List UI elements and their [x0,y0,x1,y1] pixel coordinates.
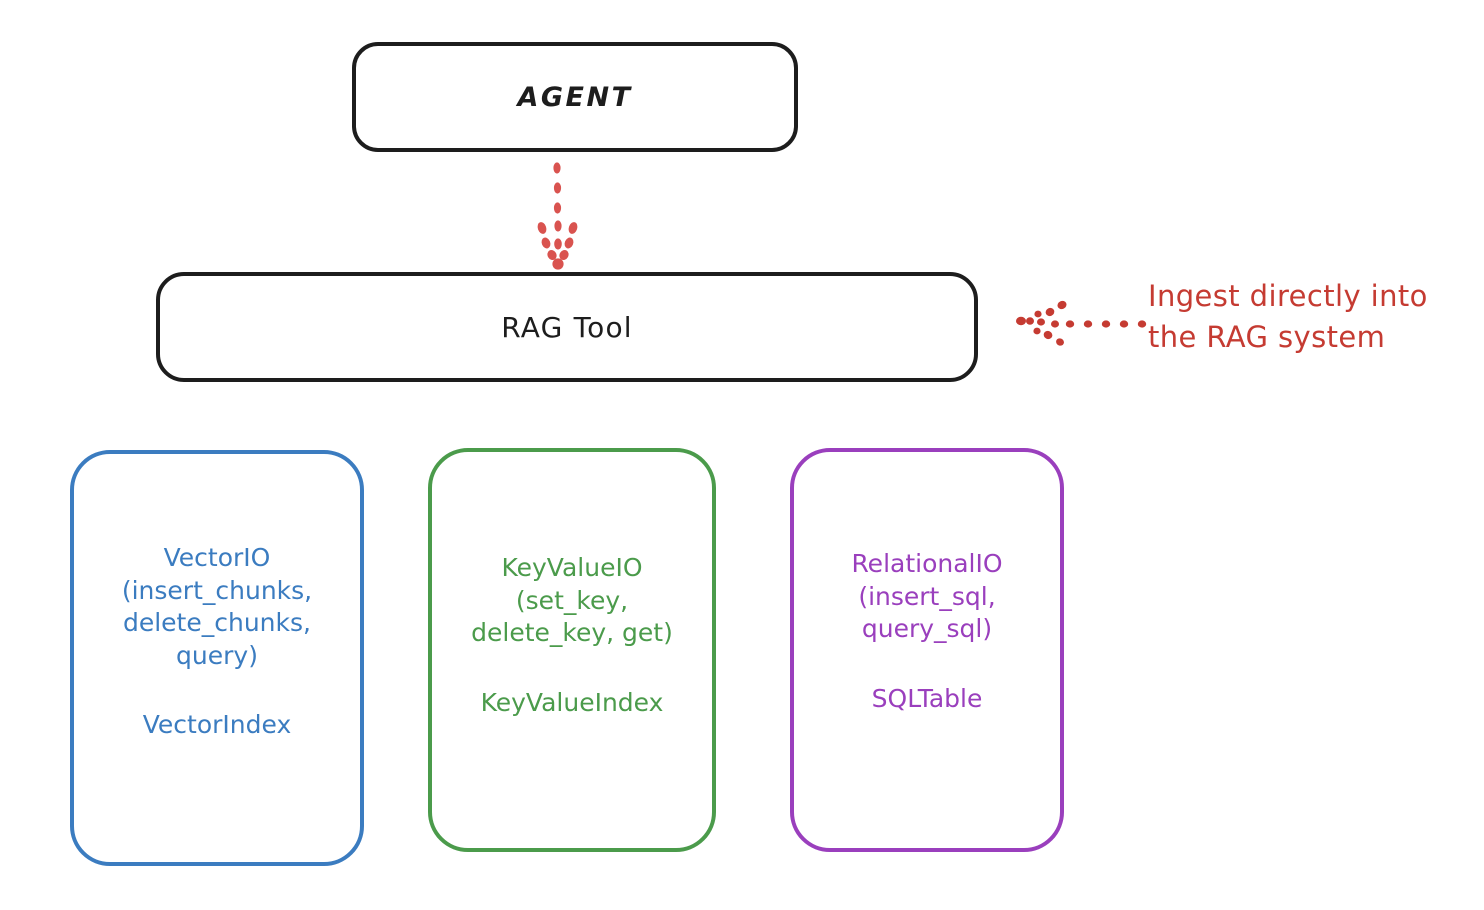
ingest-annotation-text: Ingest directly into the RAG system [1148,279,1428,355]
vector-io-title: VectorIO (insert_chunks, delete_chunks, … [121,543,313,670]
vector-io-node[interactable]: VectorIO (insert_chunks, delete_chunks, … [70,450,364,866]
key-value-io-node[interactable]: KeyValueIO (set_key, delete_key, get) Ke… [428,448,716,852]
agent-node[interactable]: AGENT [352,42,798,152]
relational-io-node[interactable]: RelationalIO (insert_sql, query_sql) SQL… [790,448,1064,852]
agent-to-ragtool-dotted-arrow [537,162,578,270]
key-value-io-title: KeyValueIO (set_key, delete_key, get) [471,553,673,647]
rag-tool-node[interactable]: RAG Tool [156,272,978,382]
vector-io-index: VectorIndex [142,710,292,739]
key-value-io-index: KeyValueIndex [480,687,664,717]
agent-node-label: AGENT [517,81,633,113]
relational-io-title: RelationalIO (insert_sql, query_sql) [851,549,1003,643]
relational-io-index: SQLTable [871,683,983,713]
rag-tool-node-label: RAG Tool [501,310,633,344]
ingest-dotted-arrow-icon [1016,300,1147,346]
